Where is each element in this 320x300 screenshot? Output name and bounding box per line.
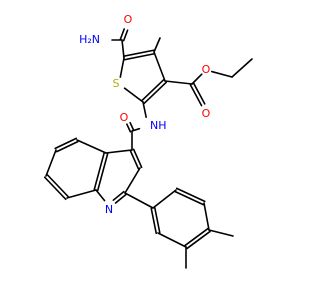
bond-line	[129, 149, 140, 170]
bond-line	[105, 149, 133, 154]
bond-line	[164, 80, 193, 85]
bond-line	[203, 202, 210, 231]
bond-line	[157, 232, 187, 248]
bond-line	[186, 230, 211, 250]
bond-line	[66, 189, 97, 199]
bond-layer	[43, 28, 253, 269]
bond-line	[124, 167, 141, 194]
bond-line	[189, 84, 203, 107]
bond-line	[114, 193, 127, 204]
bond-line	[142, 101, 147, 118]
bond-line	[192, 82, 206, 105]
bond-line	[153, 51, 166, 82]
bond-line	[153, 206, 161, 234]
atom-label-amide-o-left: O	[120, 111, 129, 124]
bond-line	[210, 70, 233, 78]
bond-line	[150, 207, 158, 235]
label-layer: H₂N O S O O NH O N	[79, 13, 211, 216]
bond-line	[191, 73, 203, 85]
bond-line	[122, 49, 155, 58]
molecule-structure: H₂N O S O O NH O N	[43, 13, 253, 269]
bond-line	[93, 151, 106, 191]
atom-label-amide-nh2: H₂N	[79, 33, 100, 46]
bond-line	[46, 173, 70, 198]
atom-label-amide-o-top: O	[124, 13, 133, 26]
bond-line	[119, 57, 125, 78]
bond-line	[184, 227, 209, 247]
atom-label-thiophene-s: S	[113, 77, 120, 90]
bond-line	[119, 28, 126, 41]
bond-line	[76, 139, 107, 154]
bond-line	[174, 190, 205, 206]
bond-line	[55, 140, 79, 153]
bond-line	[121, 39, 125, 59]
bond-line	[122, 29, 129, 42]
bond-line	[129, 121, 135, 132]
bond-line	[140, 78, 165, 102]
bond-line	[95, 189, 106, 202]
bond-line	[123, 52, 156, 61]
atom-label-nh: NH	[150, 119, 167, 132]
bond-line	[152, 189, 177, 209]
bond-line	[96, 152, 109, 192]
bond-line	[123, 87, 144, 103]
bond-line	[126, 123, 132, 133]
atom-label-ester-o-ether: O	[202, 63, 211, 76]
bond-line	[132, 148, 143, 169]
bond-line	[43, 176, 67, 201]
bond-line	[175, 187, 206, 203]
bond-line	[112, 190, 125, 201]
atom-label-quinoline-n: N	[105, 203, 113, 216]
bond-line	[143, 81, 168, 105]
bond-line	[153, 37, 161, 53]
bond-line	[54, 137, 78, 150]
bond-line	[45, 149, 57, 177]
bond-line	[208, 229, 234, 237]
bond-line	[124, 192, 154, 209]
atom-label-ester-o-carbonyl: O	[202, 107, 211, 120]
bond-line	[231, 58, 253, 78]
